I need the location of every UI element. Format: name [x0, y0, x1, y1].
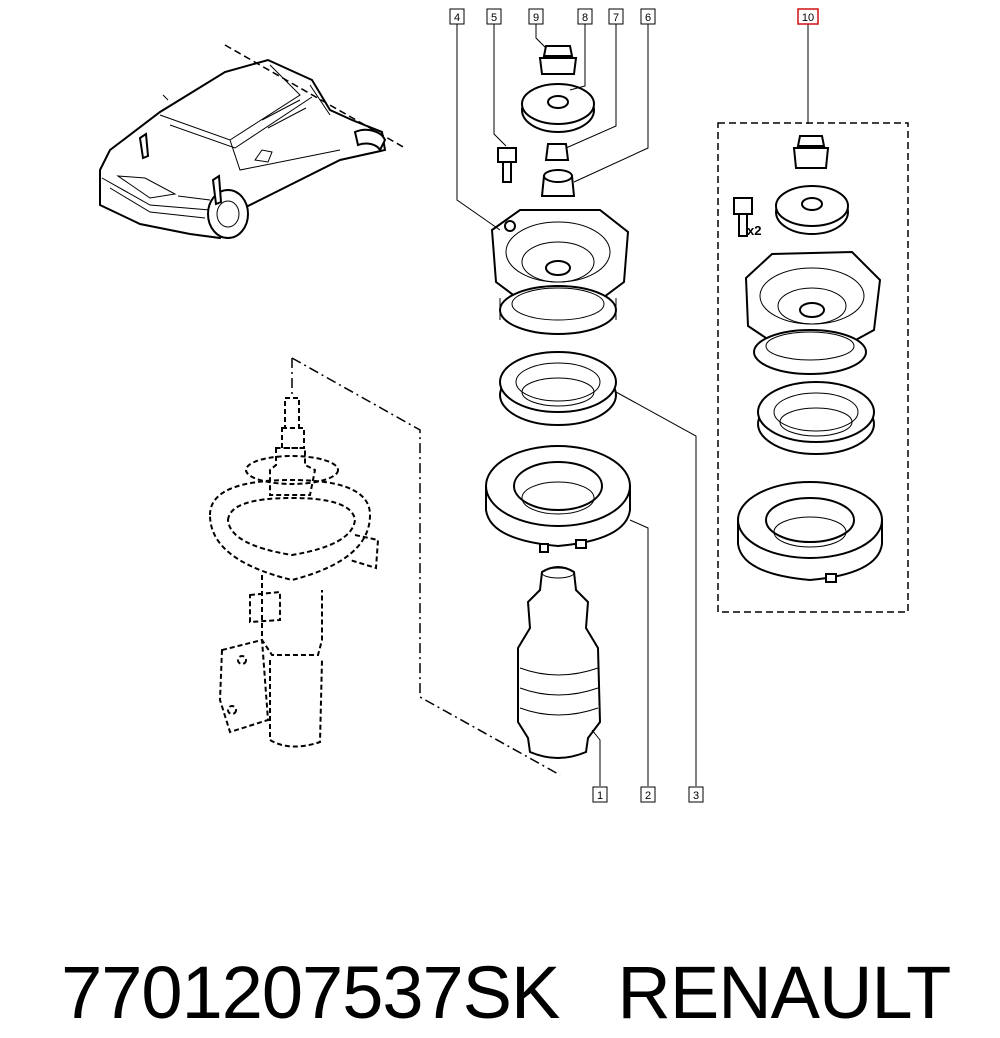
kit-quantity-note: x2	[747, 223, 761, 238]
callout-7: 7	[608, 8, 624, 25]
callout-2: 2	[640, 786, 656, 803]
brand-name: RENAULT	[617, 951, 951, 1034]
callout-7-label: 7	[613, 12, 619, 24]
callout-10: 10	[797, 8, 819, 25]
callout-8: 8	[577, 8, 593, 25]
kit-10-group	[717, 122, 909, 613]
callout-9: 9	[528, 8, 544, 25]
strut-assembly-ghost	[208, 357, 561, 776]
callout-2-label: 2	[645, 790, 651, 802]
exploded-parts-diagram: 4 5 9 8 7 6 10 1 2 3 x2	[99, 8, 909, 803]
callout-6: 6	[640, 8, 656, 25]
callout-6-label: 6	[645, 12, 651, 24]
callout-4-label: 4	[454, 12, 460, 24]
car-illustration	[99, 44, 406, 240]
callout-10-label: 10	[802, 12, 814, 24]
callout-5: 5	[486, 8, 502, 25]
callout-3: 3	[688, 786, 704, 803]
product-caption: 7701207537SK RENAULT	[22, 858, 951, 1034]
callout-4: 4	[449, 8, 465, 25]
callout-9-label: 9	[533, 12, 539, 24]
callout-5-label: 5	[491, 12, 497, 24]
callout-8-label: 8	[582, 12, 588, 24]
kit-dashed-frame	[717, 122, 909, 613]
center-parts-stack	[485, 45, 631, 759]
part-number: 7701207537SK	[61, 951, 560, 1034]
callout-1: 1	[592, 786, 608, 803]
callout-3-label: 3	[693, 790, 699, 802]
leader-lines	[456, 24, 809, 786]
callout-1-label: 1	[597, 790, 603, 802]
